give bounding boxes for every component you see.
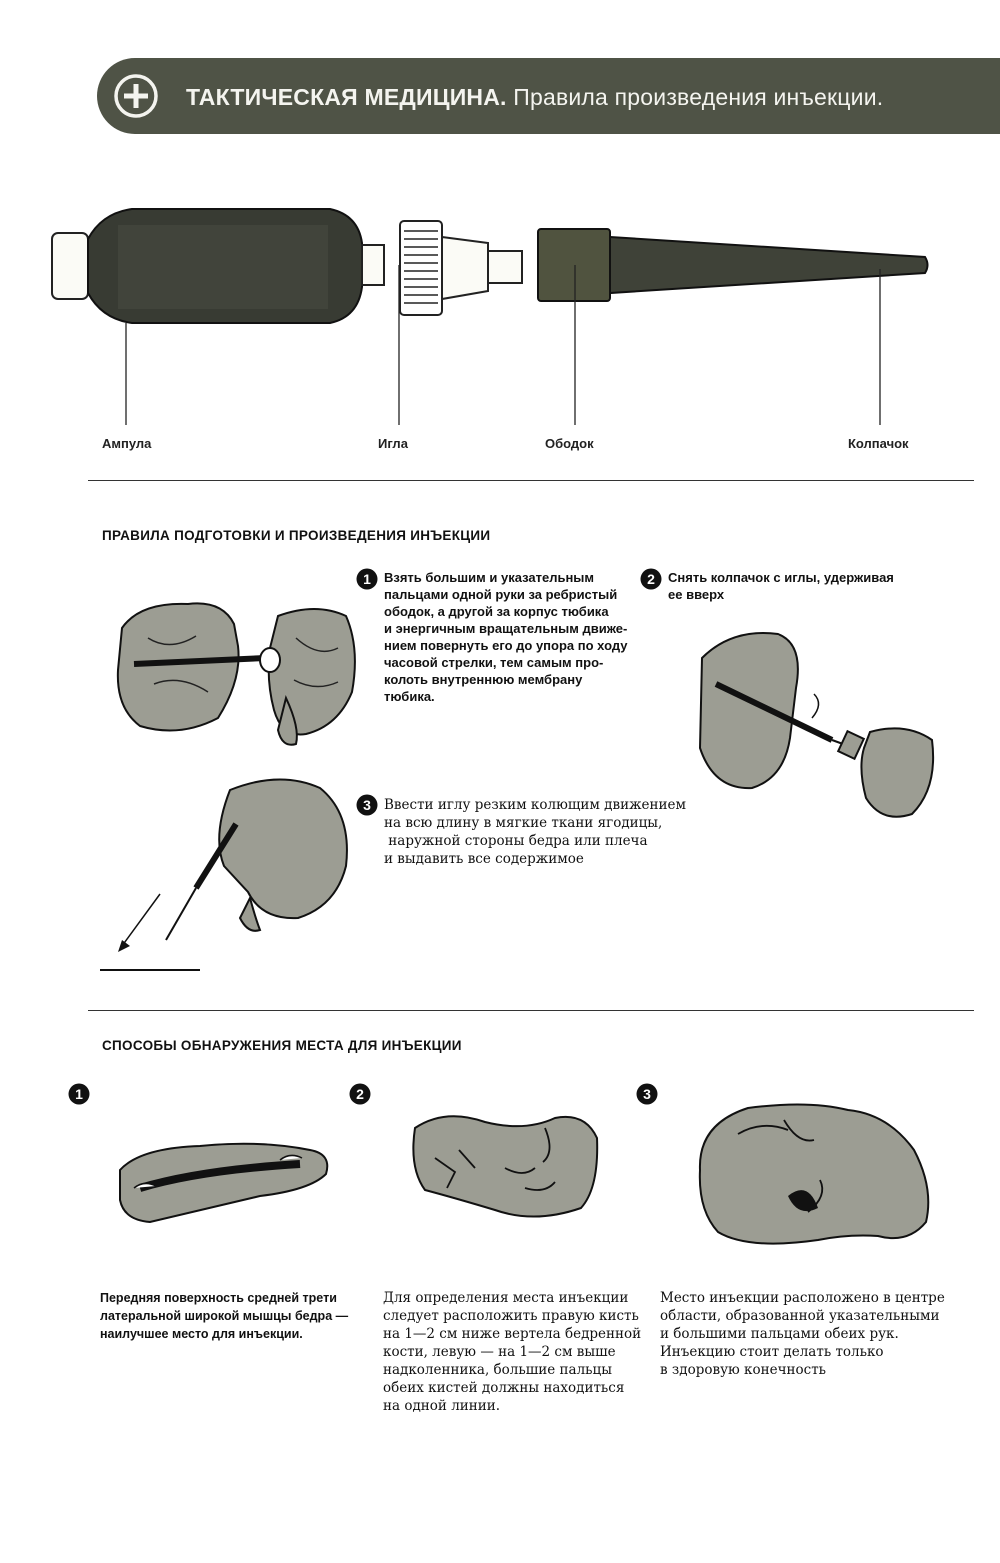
title-sub: Правила произведения инъекции. (506, 84, 884, 110)
method-1-badge: 1 (68, 1083, 90, 1105)
divider-2 (88, 1010, 974, 1011)
hands-twisting-illustration (116, 602, 356, 746)
section2-title: СПОСОБЫ ОБНАРУЖЕНИЯ МЕСТА ДЛЯ ИНЪЕКЦИИ (102, 1038, 462, 1053)
method-3-badge: 3 (636, 1083, 658, 1105)
step-1-text: Взять большим и указательным пальцами од… (384, 570, 628, 704)
svg-text:2: 2 (647, 571, 655, 587)
step-1-badge: 1 (356, 568, 378, 590)
method-2-text: Для определения места инъекции следует р… (383, 1290, 642, 1414)
thigh-illustration (119, 1142, 329, 1224)
svg-text:1: 1 (75, 1086, 83, 1102)
hands-on-thigh-illustration (412, 1115, 599, 1218)
page-title: ТАКТИЧЕСКАЯ МЕДИЦИНА. Правила произведен… (186, 84, 883, 111)
svg-text:1: 1 (363, 571, 371, 587)
label-needle: Игла (378, 436, 408, 451)
step-3-badge: 3 (356, 794, 378, 816)
label-cap: Колпачок (848, 436, 909, 451)
label-ampoule: Ампула (102, 436, 152, 451)
svg-text:3: 3 (643, 1086, 651, 1102)
syringe-tube-diagram (51, 208, 929, 425)
plus-circle-icon (114, 74, 158, 118)
svg-text:2: 2 (356, 1086, 364, 1102)
hip-illustration (698, 1103, 930, 1245)
method-2-badge: 2 (349, 1083, 371, 1105)
step-2-text: Снять колпачок с иглы, удерживая ее ввер… (668, 570, 894, 602)
removing-cap-illustration (698, 632, 935, 818)
title-main: ТАКТИЧЕСКАЯ МЕДИЦИНА. (186, 84, 507, 110)
svg-text:3: 3 (363, 797, 371, 813)
method-3-text: Место инъекции расположено в центре обла… (660, 1290, 945, 1378)
step-3-text: Ввести иглу резким колющим движением на … (384, 797, 686, 867)
header-band (97, 58, 1000, 134)
method-1-text: Передняя поверхность средней трети латер… (100, 1291, 349, 1341)
injection-illustration (100, 778, 348, 971)
step-2-badge: 2 (640, 568, 662, 590)
section1-title: ПРАВИЛА ПОДГОТОВКИ И ПРОИЗВЕДЕНИЯ ИНЪЕКЦ… (102, 528, 491, 543)
divider-1 (88, 480, 974, 481)
label-rim: Ободок (545, 436, 594, 451)
